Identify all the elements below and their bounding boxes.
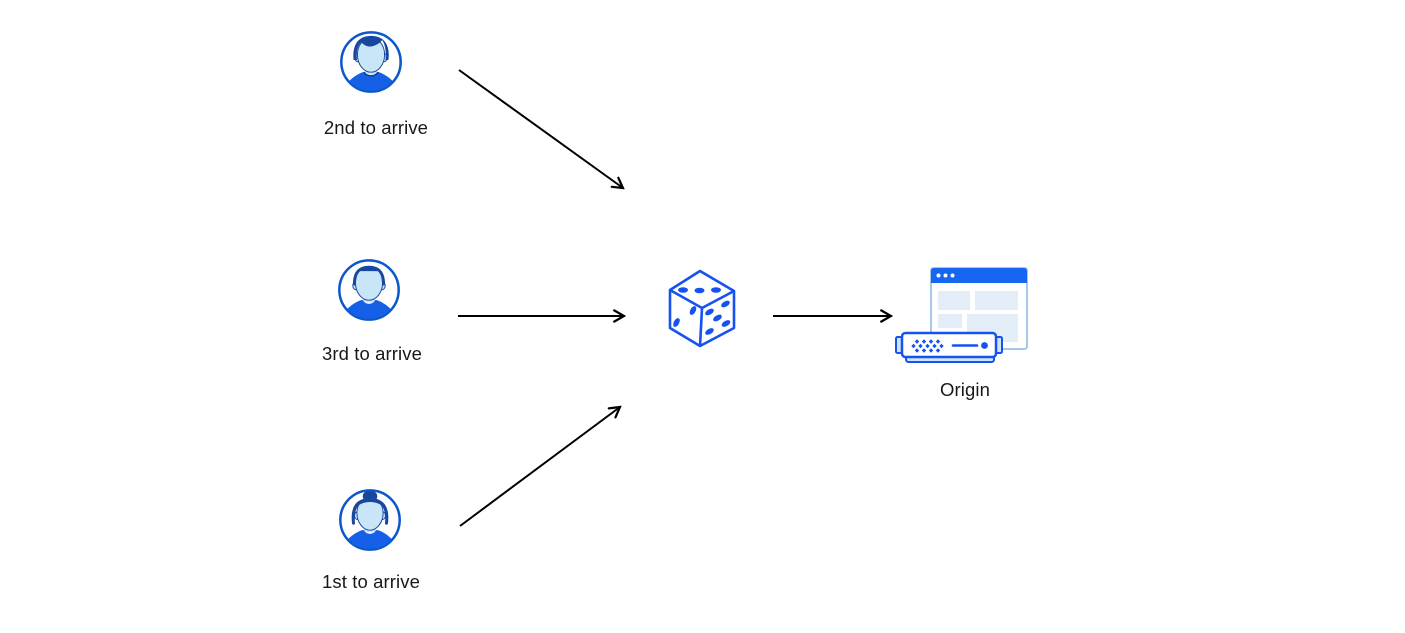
avatar-woman-bun-icon: [339, 489, 401, 551]
origin-node: [894, 263, 1034, 365]
arrow-visitor-1st-to-dice: [459, 407, 620, 527]
visitor-node-2nd: [339, 30, 403, 94]
avatar-man-flat-top-icon: [338, 259, 400, 321]
visitor-node-1st: [338, 488, 402, 552]
visitor-label-3rd: 3rd to arrive: [321, 343, 422, 364]
avatar-man-side-part-icon: [340, 31, 402, 93]
random-selector-node: [667, 268, 737, 350]
origin-label: Origin: [940, 379, 990, 400]
dice-icon: [668, 269, 736, 348]
arrow-visitor-2nd-to-dice: [458, 69, 623, 188]
visitor-label-2nd: 2nd to arrive: [323, 117, 429, 138]
visitor-label-1st: 1st to arrive: [322, 571, 420, 592]
visitor-node-3rd: [337, 258, 401, 322]
origin-server-icon: [895, 267, 1028, 363]
